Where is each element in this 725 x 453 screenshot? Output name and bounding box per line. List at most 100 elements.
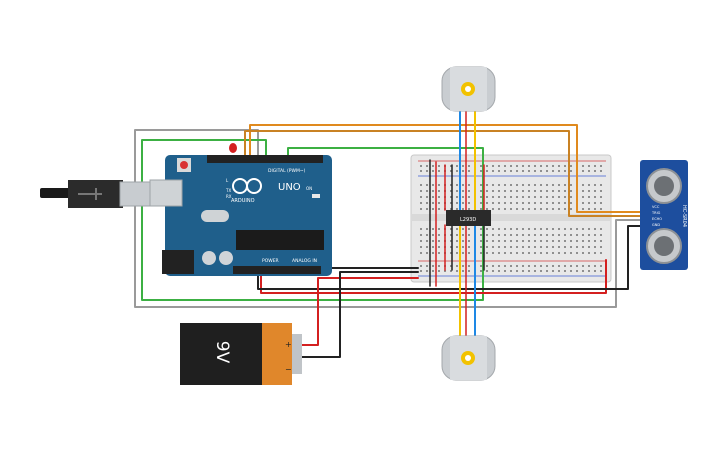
breadboard-hole [594, 265, 596, 267]
breadboard-hole [462, 184, 464, 186]
breadboard-hole [492, 234, 494, 236]
breadboard-hole [546, 202, 548, 204]
breadboard-hole [582, 165, 584, 167]
breadboard-hole [594, 228, 596, 230]
breadboard-hole [522, 184, 524, 186]
breadboard-hole [450, 170, 452, 172]
breadboard-hole [456, 265, 458, 267]
dc-motor-bottom[interactable] [441, 335, 496, 381]
breadboard-hole [456, 234, 458, 236]
breadboard-hole [600, 240, 602, 242]
breadboard-hole [432, 228, 434, 230]
breadboard-hole [582, 208, 584, 210]
breadboard-hole [504, 196, 506, 198]
breadboard-hole [594, 252, 596, 254]
breadboard-hole [438, 208, 440, 210]
breadboard-hole [516, 190, 518, 192]
breadboard-hole [498, 165, 500, 167]
breadboard[interactable] [410, 154, 612, 283]
breadboard-hole [462, 265, 464, 267]
breadboard-hole [468, 202, 470, 204]
breadboard-hole [498, 265, 500, 267]
breadboard-hole [468, 184, 470, 186]
dc-motor-top[interactable] [441, 66, 496, 112]
breadboard-hole [420, 228, 422, 230]
breadboard-hole [468, 252, 470, 254]
breadboard-hole [564, 202, 566, 204]
breadboard-hole [600, 190, 602, 192]
breadboard-hole [564, 270, 566, 272]
breadboard-hole [504, 202, 506, 204]
breadboard-hole [588, 202, 590, 204]
breadboard-hole [426, 246, 428, 248]
breadboard-hole [552, 252, 554, 254]
breadboard-hole [498, 184, 500, 186]
breadboard-hole [504, 246, 506, 248]
breadboard-hole [588, 252, 590, 254]
breadboard-hole [570, 165, 572, 167]
breadboard-hole [432, 246, 434, 248]
breadboard-hole [570, 240, 572, 242]
breadboard-hole [456, 196, 458, 198]
arduino-brand: ARDUINO [231, 198, 255, 204]
ultrasonic-sensor[interactable]: HC-SR04 VCC TRIG ECHO GND [640, 160, 688, 270]
breadboard-hole [486, 196, 488, 198]
tx-label: TX [225, 188, 231, 193]
breadboard-hole [438, 234, 440, 236]
breadboard-hole [438, 170, 440, 172]
breadboard-hole [468, 265, 470, 267]
breadboard-hole [486, 252, 488, 254]
breadboard-hole [432, 202, 434, 204]
breadboard-hole [432, 190, 434, 192]
breadboard-hole [480, 252, 482, 254]
breadboard-hole [486, 208, 488, 210]
breadboard-hole [486, 190, 488, 192]
battery-label: 9V [212, 341, 232, 364]
wire-orange-1 [249, 124, 641, 213]
breadboard-hole [480, 208, 482, 210]
l293d-driver-chip[interactable]: L293D [446, 210, 491, 226]
breadboard-hole [522, 270, 524, 272]
breadboard-hole [426, 228, 428, 230]
breadboard-hole [528, 228, 530, 230]
breadboard-hole [504, 184, 506, 186]
breadboard-hole [582, 240, 584, 242]
breadboard-hole [492, 270, 494, 272]
breadboard-hole [546, 170, 548, 172]
breadboard-hole [558, 208, 560, 210]
breadboard-hole [534, 265, 536, 267]
breadboard-hole [528, 184, 530, 186]
breadboard-hole [600, 202, 602, 204]
breadboard-hole [426, 265, 428, 267]
breadboard-hole [498, 196, 500, 198]
breadboard-hole [426, 196, 428, 198]
sensor-pin-vcc: VCC [652, 205, 660, 209]
breadboard-hole [438, 202, 440, 204]
breadboard-hole [582, 196, 584, 198]
arduino-uno-board[interactable]: UNO ARDUINO DIGITAL (PWM~) POWER ANALOG … [149, 143, 332, 276]
breadboard-hole [420, 208, 422, 210]
breadboard-holes [420, 165, 602, 272]
breadboard-hole [438, 265, 440, 267]
breadboard-hole [450, 265, 452, 267]
breadboard-hole [600, 228, 602, 230]
usb-cable[interactable] [40, 180, 151, 208]
breadboard-hole [456, 208, 458, 210]
sensor-pin-trig: TRIG [651, 211, 661, 215]
breadboard-hole [582, 190, 584, 192]
breadboard-hole [546, 208, 548, 210]
breadboard-hole [594, 170, 596, 172]
breadboard-hole [504, 208, 506, 210]
sensor-pin-echo: ECHO [652, 217, 662, 221]
breadboard-hole [600, 184, 602, 186]
breadboard-hole [456, 228, 458, 230]
breadboard-hole [558, 252, 560, 254]
breadboard-hole [564, 184, 566, 186]
breadboard-hole [438, 228, 440, 230]
battery-9v[interactable]: 9V + − [180, 323, 302, 385]
breadboard-hole [600, 165, 602, 167]
breadboard-hole [546, 228, 548, 230]
breadboard-hole [510, 170, 512, 172]
breadboard-hole [510, 270, 512, 272]
wires [134, 94, 641, 358]
